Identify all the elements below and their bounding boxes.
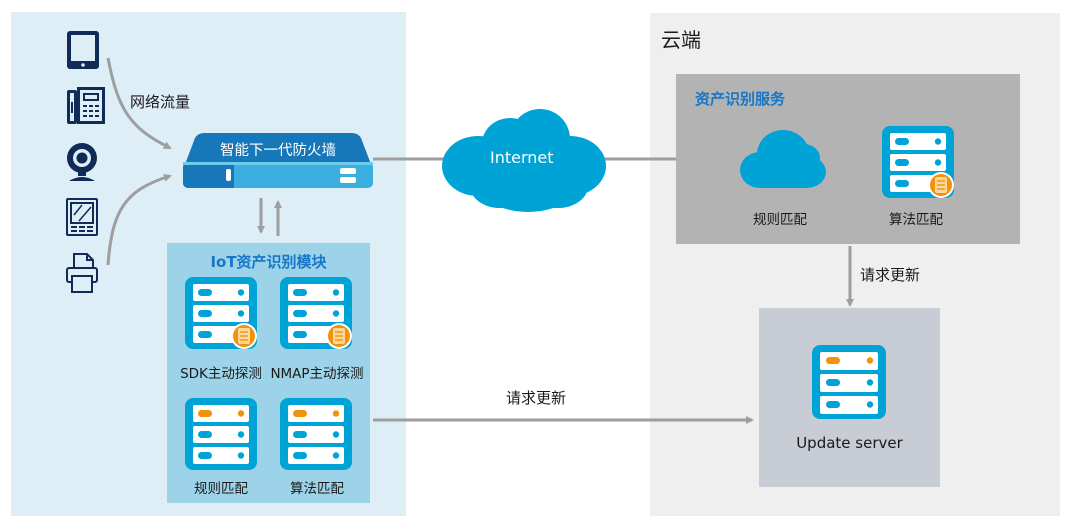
rule-match-label: 规则匹配 <box>194 481 248 497</box>
firewall-icon <box>183 133 373 188</box>
sdk-probe-label: SDK主动探测 <box>180 366 262 382</box>
firewall-label: 智能下一代防火墙 <box>220 143 336 159</box>
webcam-icon <box>67 143 97 181</box>
cloud-request-update-label: 请求更新 <box>860 266 921 284</box>
cloud-algorithm-server-icon <box>882 126 954 198</box>
asset-service-title: 资产识别服务 <box>695 90 786 108</box>
terminal-icon <box>66 198 98 236</box>
cloud-algorithm-match-label: 算法匹配 <box>889 212 943 228</box>
traffic-label: 网络流量 <box>130 93 191 111</box>
internet-label: Internet <box>490 148 554 167</box>
iot-module-title: IoT资产识别模块 <box>210 253 327 271</box>
tablet-icon <box>67 31 99 69</box>
bottom-request-update-label: 请求更新 <box>506 389 567 407</box>
nmap-probe-server-icon <box>280 277 352 349</box>
nmap-probe-label: NMAP主动探测 <box>270 366 364 382</box>
algorithm-match-server-icon <box>280 398 352 470</box>
asset-service-box <box>676 74 1020 244</box>
phone-icon <box>67 87 105 124</box>
rule-match-server-icon <box>185 398 257 470</box>
update-server-icon <box>812 345 886 419</box>
update-server-label: Update server <box>796 434 903 452</box>
cloud-rule-match-label: 规则匹配 <box>753 212 807 228</box>
sdk-probe-server-icon <box>185 277 257 349</box>
traffic-arrow-top <box>106 57 172 150</box>
cloud-panel-title: 云端 <box>661 28 701 52</box>
traffic-arrow-bottom <box>106 173 172 266</box>
internet-cloud-icon <box>442 109 606 212</box>
printer-icon <box>66 253 98 293</box>
rule-match-cloud-icon <box>740 130 826 188</box>
algorithm-match-label: 算法匹配 <box>290 481 344 497</box>
